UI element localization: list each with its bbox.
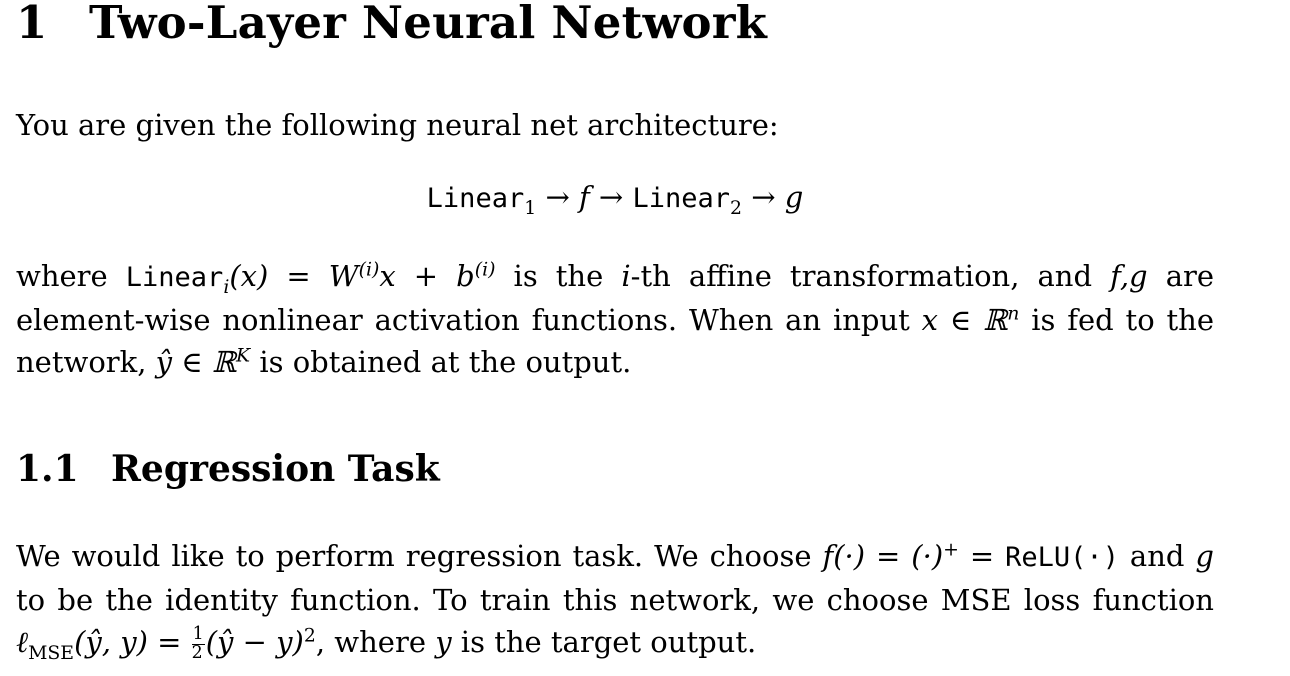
linear-2-sub: 2 — [730, 197, 742, 219]
intro-paragraph: You are given the following neural net a… — [16, 104, 1214, 146]
squared-error: (ŷ − y) — [205, 625, 304, 659]
section-heading: 1 Two-Layer Neural Network — [16, 0, 767, 49]
section-number: 1 — [16, 0, 48, 49]
text-run: are — [1147, 259, 1215, 293]
loss-symbol: ℓ — [16, 625, 29, 659]
bias-superscript: (i) — [474, 259, 496, 281]
linear-1-sub: 1 — [524, 197, 537, 219]
loss-subscript: MSE — [28, 642, 75, 664]
text-run: and — [1118, 539, 1196, 573]
positive-part-superscript: + — [943, 539, 959, 561]
regression-paragraph: We would like to perform regression task… — [16, 535, 1214, 663]
affine-formula-a: (x) = W — [229, 259, 359, 293]
regression-line-1: We would like to perform regression task… — [16, 535, 1214, 579]
function-g: g — [1195, 539, 1214, 573]
fraction-denominator: 2 — [191, 642, 203, 663]
output-dimension: K — [236, 345, 251, 367]
target-y: y — [435, 625, 452, 659]
subsection-number: 1.1 — [16, 448, 79, 490]
definition-paragraph: where Lineari(x) = W(i)x + b(i) is the i… — [16, 255, 1214, 383]
activation-g: g — [784, 180, 804, 214]
intro-text: You are given the following neural net a… — [16, 108, 779, 142]
definition-line-1: where Lineari(x) = W(i)x + b(i) is the i… — [16, 255, 1214, 299]
activation-f: f — [578, 180, 590, 214]
text-run: , where — [315, 625, 436, 659]
regression-line-2: to be the identity function. To train th… — [16, 583, 1214, 617]
relu-function: ReLU(·) — [1005, 542, 1119, 573]
equals-sign: = — [958, 539, 1006, 573]
affine-formula-b: x + b — [379, 259, 475, 293]
definition-line-2: element-wise nonlinear activation functi… — [16, 299, 1214, 341]
square-exponent: 2 — [303, 625, 316, 647]
input-dimension: n — [1007, 303, 1020, 325]
linear-i-sub: i — [223, 276, 230, 298]
linear-i: Linear — [125, 262, 224, 293]
index-i: i — [621, 259, 631, 293]
arrow-1: → — [545, 180, 570, 214]
linear-2: Linear — [632, 183, 730, 214]
subsection-heading: 1.1 Regression Task — [16, 448, 440, 490]
fraction-numerator: 1 — [191, 624, 205, 645]
text-run: is the target output. — [451, 625, 757, 659]
text-run: is the — [495, 259, 622, 293]
definition-line-3: network, ŷ ∈ ℝK is obtained at the outpu… — [16, 341, 1214, 383]
text-run: -th affine transformation, and — [630, 259, 1111, 293]
text-run: is obtained at the output. — [250, 345, 632, 379]
input-domain: x ∈ ℝ — [921, 303, 1008, 337]
section-title: Two-Layer Neural Network — [89, 0, 768, 49]
weight-superscript: (i) — [358, 259, 380, 281]
activations-fg: f,g — [1110, 259, 1148, 293]
subsection-title: Regression Task — [111, 448, 440, 490]
loss-arguments: (ŷ, y) = — [74, 625, 191, 659]
text-run: element-wise nonlinear activation functi… — [16, 303, 922, 337]
linear-1: Linear — [426, 183, 525, 214]
arrow-3: → — [751, 180, 776, 214]
text-run: network, — [16, 345, 156, 379]
output-domain: ŷ ∈ ℝ — [155, 345, 237, 379]
text-run: where — [16, 259, 126, 293]
arrow-2: → — [598, 180, 624, 214]
text-run: We would like to perform regression task… — [16, 539, 823, 573]
architecture-equation: Linear1 → f → Linear2 → g — [0, 180, 1230, 218]
relu-definition: f(·) = (·) — [822, 539, 944, 573]
text-run: is fed to the — [1019, 303, 1215, 337]
